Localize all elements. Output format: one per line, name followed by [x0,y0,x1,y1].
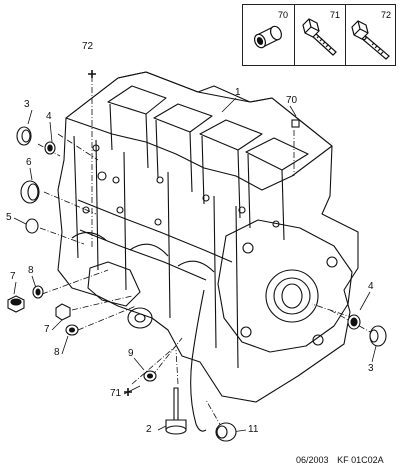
callout-4-right: 4 [368,281,374,292]
sleeve-dowel-icon [253,25,283,49]
top-deck [65,71,333,191]
cylinder-bore-1 [107,85,167,115]
callout-6: 6 [26,157,32,168]
callout-9: 9 [128,348,134,359]
dipstick-tube [190,289,207,432]
fastener-legend: 70 71 72 [242,4,396,66]
cylinder-block-outline [57,71,359,403]
callout-8-upper: 8 [28,265,34,276]
callout-4-left: 4 [46,111,52,122]
callout-11: 11 [248,424,259,435]
callout-8-lower: 8 [54,347,60,358]
footer-reference: KF 01C02A [337,455,384,465]
legend-item-71: 71 [294,5,346,65]
dowel-70 [291,119,300,128]
bolt-72-marker [88,70,96,78]
long-bolt-icon [351,20,390,60]
legend-label-70: 70 [277,10,288,20]
plug-7-lower [55,303,71,321]
callout-5: 5 [6,212,12,223]
callout-3-left: 3 [24,99,30,110]
legend-label-72: 72 [380,10,391,20]
legend-item-70: 70 [243,5,294,65]
callout-2: 2 [146,424,152,435]
callout-70: 70 [286,95,298,106]
drawing-reference: 06/2003 KF 01C02A [296,455,384,465]
cylinder-bore-2 [153,103,213,133]
crank-seal-bore [265,269,319,323]
short-bolt-icon [302,18,337,56]
callout-3-right: 3 [368,363,374,374]
cylinder-bore-4 [245,137,309,171]
bolt-2 [173,387,179,421]
callout-7-upper: 7 [10,271,16,282]
footer-date: 06/2003 [296,455,329,465]
callout-71: 71 [110,388,122,399]
legend-item-72: 72 [345,5,397,65]
plug-5 [25,218,39,234]
callout-7-lower: 7 [44,324,50,335]
bolt-71-marker [124,388,132,396]
cylinder-bore-3 [199,119,263,151]
rear-flange [217,219,353,353]
callout-1: 1 [235,87,241,98]
callout-72: 72 [82,41,94,52]
legend-label-71: 71 [329,10,340,20]
